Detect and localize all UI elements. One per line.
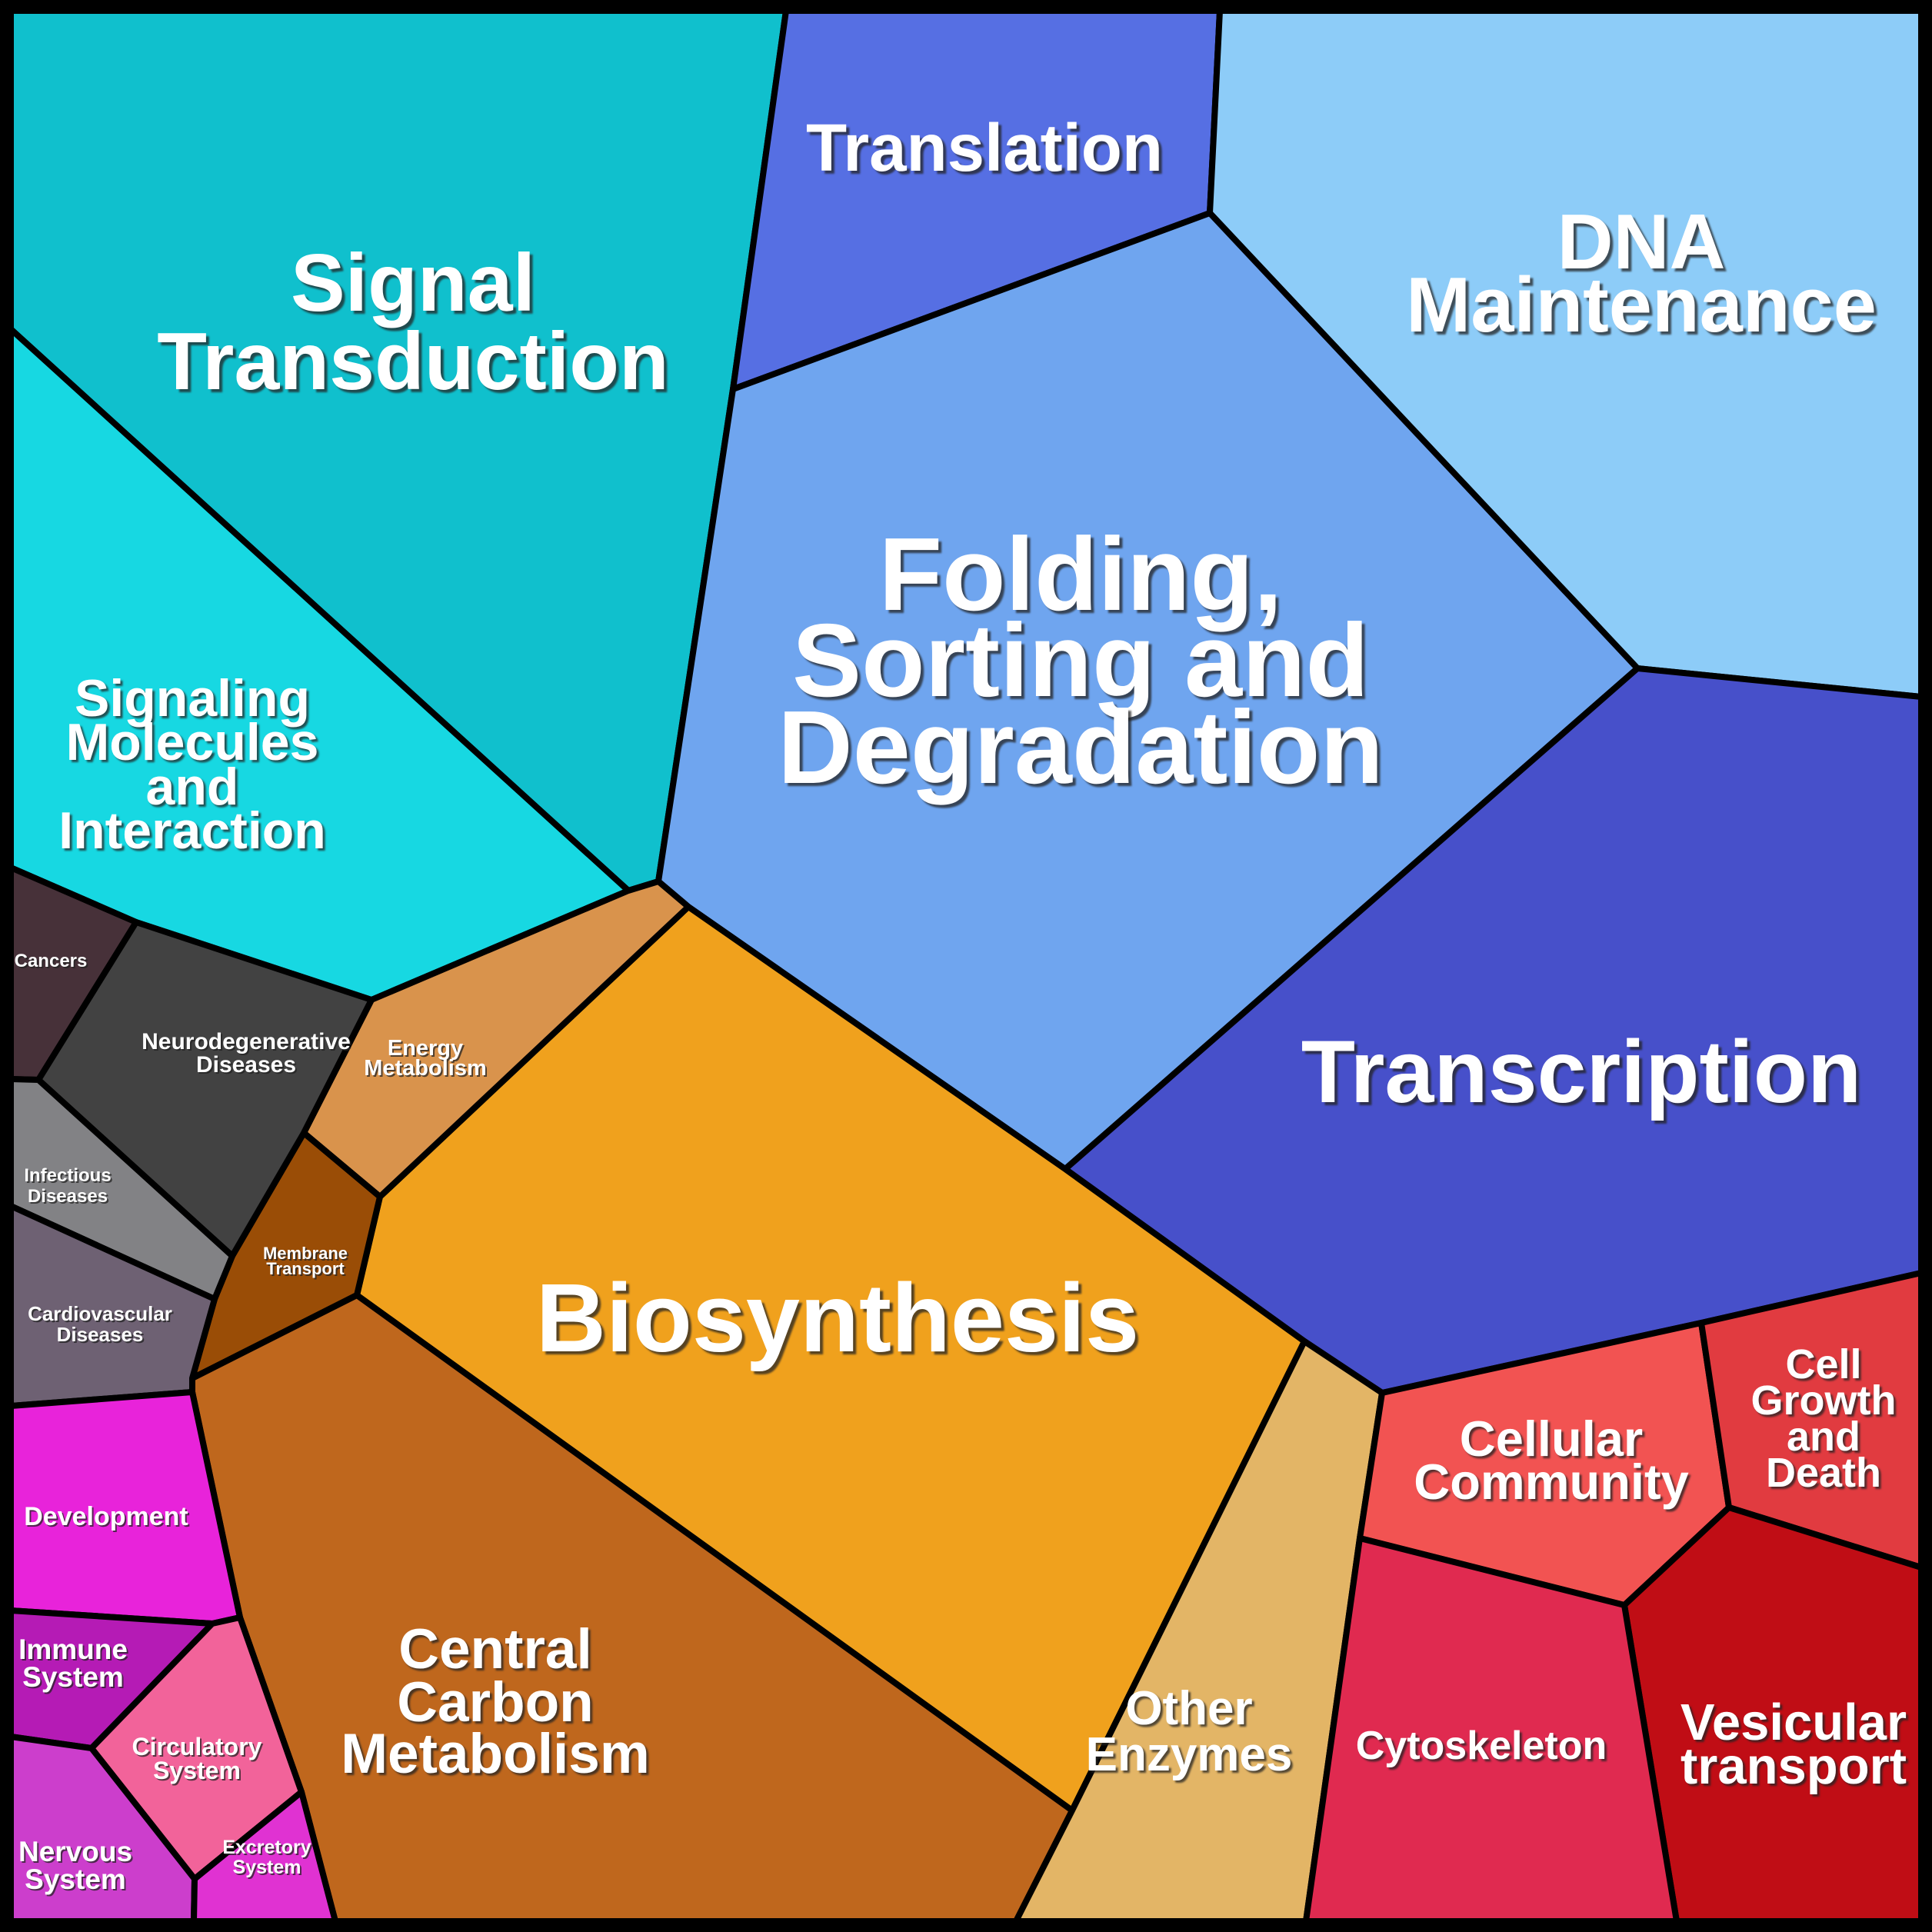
svg-text:Diseases: Diseases (196, 1052, 296, 1078)
svg-text:DNA: DNA (1557, 199, 1726, 285)
svg-text:Growth: Growth (1751, 1377, 1897, 1424)
svg-text:Other: Other (1125, 1682, 1252, 1735)
svg-text:Transduction: Transduction (157, 316, 669, 407)
svg-text:and: and (1787, 1414, 1860, 1460)
svg-text:Diseases: Diseases (57, 1323, 144, 1346)
svg-text:System: System (22, 1661, 124, 1693)
svg-text:Community: Community (1414, 1454, 1689, 1510)
svg-text:Interaction: Interaction (58, 801, 326, 860)
svg-text:and: and (146, 758, 239, 816)
svg-text:Translation: Translation (806, 111, 1163, 185)
svg-text:Immune: Immune (18, 1634, 128, 1665)
svg-text:Excretory: Excretory (222, 1837, 311, 1858)
svg-text:Vesicular: Vesicular (1681, 1694, 1907, 1751)
svg-text:System: System (153, 1757, 241, 1784)
svg-text:System: System (25, 1864, 126, 1895)
svg-text:Death: Death (1766, 1450, 1881, 1496)
svg-text:Membrane: Membrane (263, 1244, 348, 1263)
svg-text:Transport: Transport (266, 1259, 345, 1278)
svg-text:Cytoskeleton: Cytoskeleton (1356, 1724, 1607, 1768)
svg-text:Diseases: Diseases (28, 1186, 108, 1207)
svg-text:Biosynthesis: Biosynthesis (536, 1264, 1139, 1372)
svg-text:transport: transport (1681, 1737, 1907, 1795)
svg-text:Cellular: Cellular (1460, 1411, 1643, 1467)
svg-text:Central: Central (398, 1618, 592, 1681)
svg-text:Transcription: Transcription (1301, 1023, 1861, 1121)
svg-text:Signaling: Signaling (75, 669, 310, 728)
svg-text:Circulatory: Circulatory (132, 1733, 262, 1760)
svg-text:Degradation: Degradation (778, 689, 1384, 805)
svg-text:Enzymes: Enzymes (1086, 1728, 1293, 1781)
svg-text:Metabolism: Metabolism (341, 1723, 650, 1785)
svg-text:Cell: Cell (1785, 1341, 1861, 1387)
svg-text:Signal: Signal (291, 238, 535, 328)
svg-text:Neurodegenerative: Neurodegenerative (142, 1029, 351, 1054)
svg-text:System: System (233, 1857, 301, 1878)
svg-text:Molecules: Molecules (66, 713, 319, 771)
svg-text:Folding,: Folding, (879, 516, 1283, 632)
svg-text:Sorting and: Sorting and (792, 602, 1369, 718)
svg-text:Development: Development (24, 1502, 188, 1531)
svg-text:Cardiovascular: Cardiovascular (28, 1302, 172, 1325)
svg-text:Cancers: Cancers (15, 951, 88, 971)
svg-text:Maintenance: Maintenance (1406, 262, 1877, 348)
svg-text:Nervous: Nervous (18, 1836, 132, 1867)
svg-text:Infectious: Infectious (24, 1165, 111, 1186)
svg-text:Metabolism: Metabolism (364, 1056, 487, 1081)
svg-text:Carbon: Carbon (397, 1671, 594, 1734)
svg-text:Energy: Energy (388, 1036, 463, 1061)
